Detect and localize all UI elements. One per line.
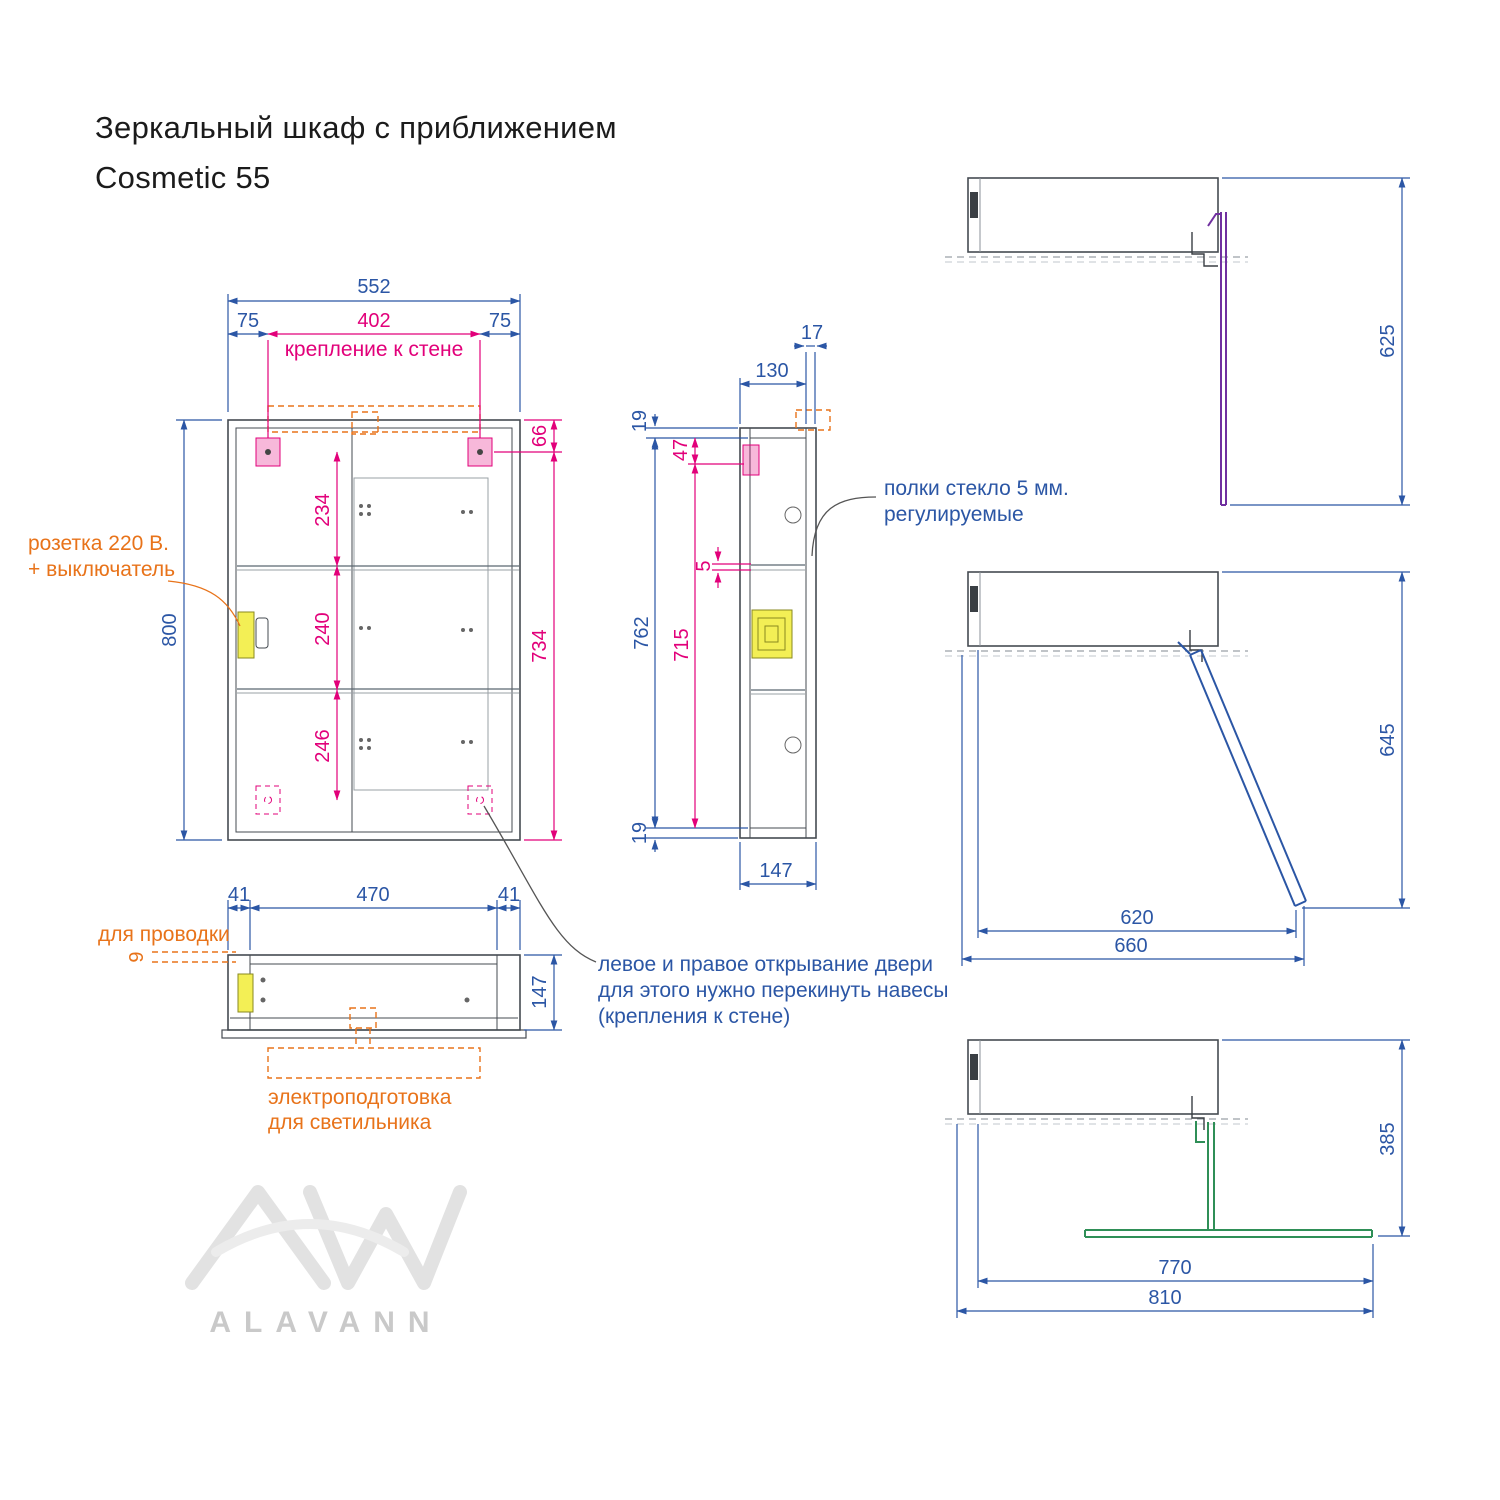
brand-wordmark: ALAVANN <box>209 1306 442 1339</box>
door-note: левое и правое открывание двери для этог… <box>598 953 949 1028</box>
label-socket-line2: + выключатель <box>28 558 175 581</box>
dim-top-to-shelf: 47 <box>670 439 692 461</box>
dim-opening-reach-outer: 660 <box>1114 935 1147 957</box>
front-dimensions-magenta <box>267 330 562 841</box>
note-leader <box>483 805 597 963</box>
label-electric-line2: для светильника <box>268 1111 432 1134</box>
bottom-socket <box>237 973 254 1013</box>
dim-door-thickness: 17 <box>801 322 823 344</box>
dim-bottom-panel: 19 <box>629 822 651 844</box>
dim-shelf-gap-1: 234 <box>312 493 334 526</box>
dim-645-620-660-lines <box>961 571 1410 966</box>
dim-body-depth: 130 <box>755 360 788 382</box>
brand-logo-icon <box>185 1185 467 1290</box>
note-line1: левое и правое открывание двери <box>598 953 933 976</box>
dim-inner-height: 762 <box>631 616 653 649</box>
dim-width-total: 552 <box>357 276 390 298</box>
dim-height-total: 800 <box>159 613 181 646</box>
bottom-hinge-dots <box>260 977 470 1003</box>
front-dimensions-blue <box>176 294 521 841</box>
door-diagram-open: 385 770 810 <box>945 1039 1410 1318</box>
hinge-bracket <box>1189 630 1203 662</box>
dim-open-reach-outer: 810 <box>1148 1287 1181 1309</box>
door-diagram-opening: 645 620 660 <box>945 571 1410 966</box>
door-diagram-closed: 625 <box>945 177 1410 506</box>
label-wiring: для проводки <box>98 923 230 946</box>
dim-glass-thickness: 5 <box>693 560 715 571</box>
front-cabinet-body <box>227 419 521 841</box>
side-dimensions-blue <box>646 342 827 890</box>
shelf-label-leader <box>811 496 877 557</box>
dim-opening-height: 645 <box>1377 723 1399 756</box>
bottom-view: 41 470 41 147 9 для проводки электроподг… <box>98 884 562 1134</box>
dim-open-reach-inner: 770 <box>1158 1257 1191 1279</box>
dim-opening-reach-inner: 620 <box>1120 907 1153 929</box>
label-shelves-line1: полки стекло 5 мм. <box>884 477 1069 500</box>
leader-lines <box>167 496 877 963</box>
door-open-line <box>1084 1121 1373 1238</box>
dim-625-lines <box>1222 177 1410 506</box>
front-shelf-pin-holes <box>359 504 473 750</box>
note-line2: для этого нужно перекинуть навесы <box>598 979 949 1002</box>
front-view: 552 75 402 75 крепление к стене 800 66 7… <box>28 276 562 841</box>
label-shelves-line2: регулируемые <box>884 503 1024 526</box>
hinge-bracket <box>1191 232 1218 267</box>
dim-shelf-gap-3: 246 <box>312 729 334 762</box>
dim-top-to-mount: 66 <box>529 425 551 447</box>
dim-open-height: 385 <box>1377 1122 1399 1155</box>
bottom-electric-dashed <box>152 951 481 1079</box>
dim-mount-offset-right: 75 <box>489 310 511 332</box>
dim-wiring-gap: 9 <box>126 951 148 962</box>
hinge-bracket <box>1191 1096 1205 1130</box>
side-view: 17 130 19 47 762 715 5 19 147 полки стек… <box>629 322 1069 890</box>
dim-inner-width: 470 <box>356 884 389 906</box>
side-wiring-dashed <box>795 409 831 431</box>
note-line3: (крепления к стене) <box>598 1005 790 1028</box>
side-socket <box>751 609 793 659</box>
side-dimensions-magenta <box>688 437 751 829</box>
dim-shelf-zone: 715 <box>671 628 693 661</box>
front-wall-mounts <box>255 437 493 467</box>
brand-watermark: ALAVANN <box>185 1185 467 1339</box>
label-electric-line1: электроподготовка <box>268 1086 452 1109</box>
drawing-title: Зеркальный шкаф с приближением Cosmetic … <box>95 103 617 203</box>
front-socket <box>237 611 269 659</box>
label-socket-line1: розетка 220 В. <box>28 532 169 555</box>
dim-mount-offset-left: 75 <box>237 310 259 332</box>
dim-mount-to-bottom: 734 <box>529 629 551 662</box>
door-closed-line <box>1207 212 1227 506</box>
side-wall-bracket <box>742 444 760 476</box>
front-bottom-mounts-dashed <box>255 785 493 815</box>
dim-closed-height: 625 <box>1377 324 1399 357</box>
label-wall-mount: крепление к стене <box>285 338 464 361</box>
dim-mount-span: 402 <box>357 310 390 332</box>
dim-385-770-810-lines <box>956 1039 1410 1318</box>
socket-label-leader <box>167 580 241 627</box>
dim-depth-total: 147 <box>759 860 792 882</box>
dim-side-left: 41 <box>228 884 250 906</box>
dim-top-panel: 19 <box>629 410 651 432</box>
title-line2: Cosmetic 55 <box>95 160 271 195</box>
dim-bottom-depth: 147 <box>529 975 551 1008</box>
bottom-dimensions-blue <box>227 900 562 1031</box>
side-cabinet-body <box>739 427 817 839</box>
dim-side-right: 41 <box>498 884 520 906</box>
bottom-cabinet-body <box>221 954 527 1039</box>
dim-shelf-gap-2: 240 <box>312 612 334 645</box>
door-opening-line <box>1177 641 1307 907</box>
title-line1: Зеркальный шкаф с приближением <box>95 110 617 145</box>
